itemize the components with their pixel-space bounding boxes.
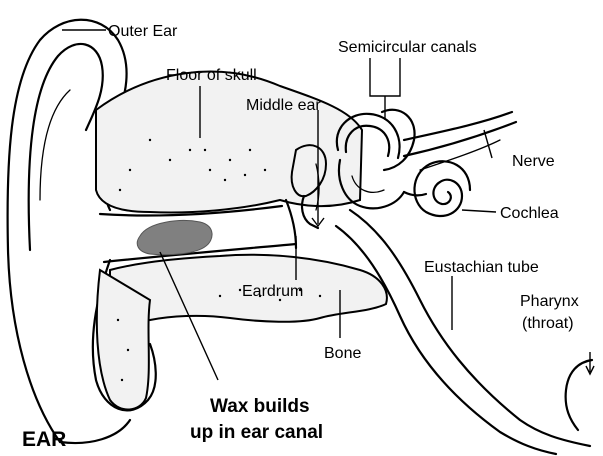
label-eustachian-tube: Eustachian tube: [424, 259, 539, 276]
wax-callout-line1: Wax builds: [210, 396, 310, 417]
label-pharynx: Pharynx: [520, 293, 579, 310]
wax-callout-line2: up in ear canal: [190, 422, 323, 443]
diagram-title: EAR: [22, 428, 66, 451]
label-bone: Bone: [324, 345, 361, 362]
ear-wax: [137, 221, 212, 255]
label-throat: (throat): [522, 315, 574, 332]
label-floor-of-skull: Floor of skull: [166, 67, 257, 84]
label-middle-ear: Middle ear: [246, 97, 321, 114]
label-eardrum: Eardrum: [242, 283, 303, 300]
eustachian-tube: [336, 210, 590, 454]
label-nerve: Nerve: [512, 153, 555, 170]
label-semicircular-canals: Semicircular canals: [338, 39, 477, 56]
label-cochlea: Cochlea: [500, 205, 559, 222]
label-outer-ear: Outer Ear: [108, 23, 178, 40]
nerve: [404, 112, 516, 170]
